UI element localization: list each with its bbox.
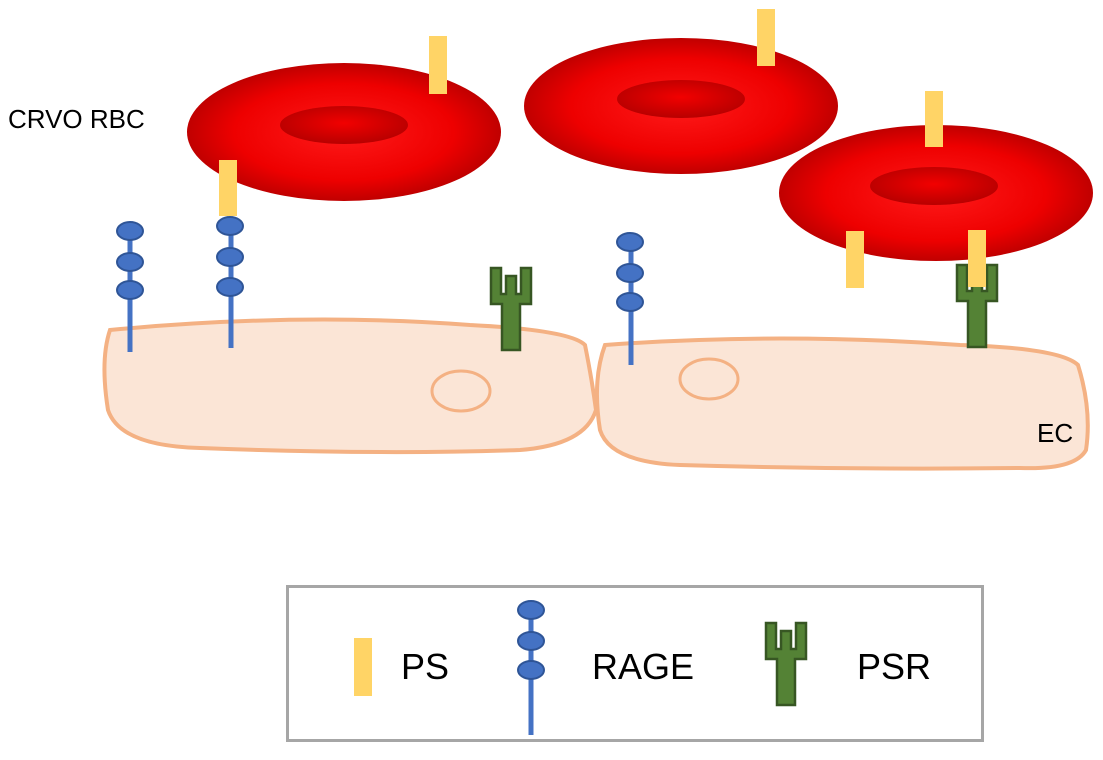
ps-marker — [219, 160, 237, 216]
legend: PS RAGE PSR — [286, 585, 984, 742]
ps-marker — [968, 230, 986, 287]
rage-receptor — [216, 216, 244, 348]
rage-icon — [517, 600, 545, 735]
legend-rage-label: RAGE — [592, 646, 695, 687]
ps-marker — [429, 36, 447, 94]
ps-marker — [846, 231, 864, 288]
red-blood-cell — [187, 63, 501, 201]
ps-marker — [925, 91, 943, 147]
nucleus-left — [430, 369, 492, 413]
psr-icon — [764, 621, 808, 707]
red-blood-cell — [779, 125, 1093, 261]
rage-receptor — [116, 221, 144, 352]
legend-ps-label: PS — [401, 646, 450, 687]
nucleus-right — [678, 357, 740, 401]
ps-marker — [757, 9, 775, 66]
endothelial-cell-left — [102, 317, 599, 455]
endothelial-cell-right — [594, 336, 1090, 471]
ec-label: EC — [1037, 418, 1074, 448]
rbc-label: CRVO RBC — [8, 104, 145, 134]
rage-receptor — [616, 232, 644, 365]
ps-icon — [354, 638, 372, 696]
red-blood-cell — [524, 38, 838, 174]
legend-psr-label: PSR — [857, 646, 932, 687]
